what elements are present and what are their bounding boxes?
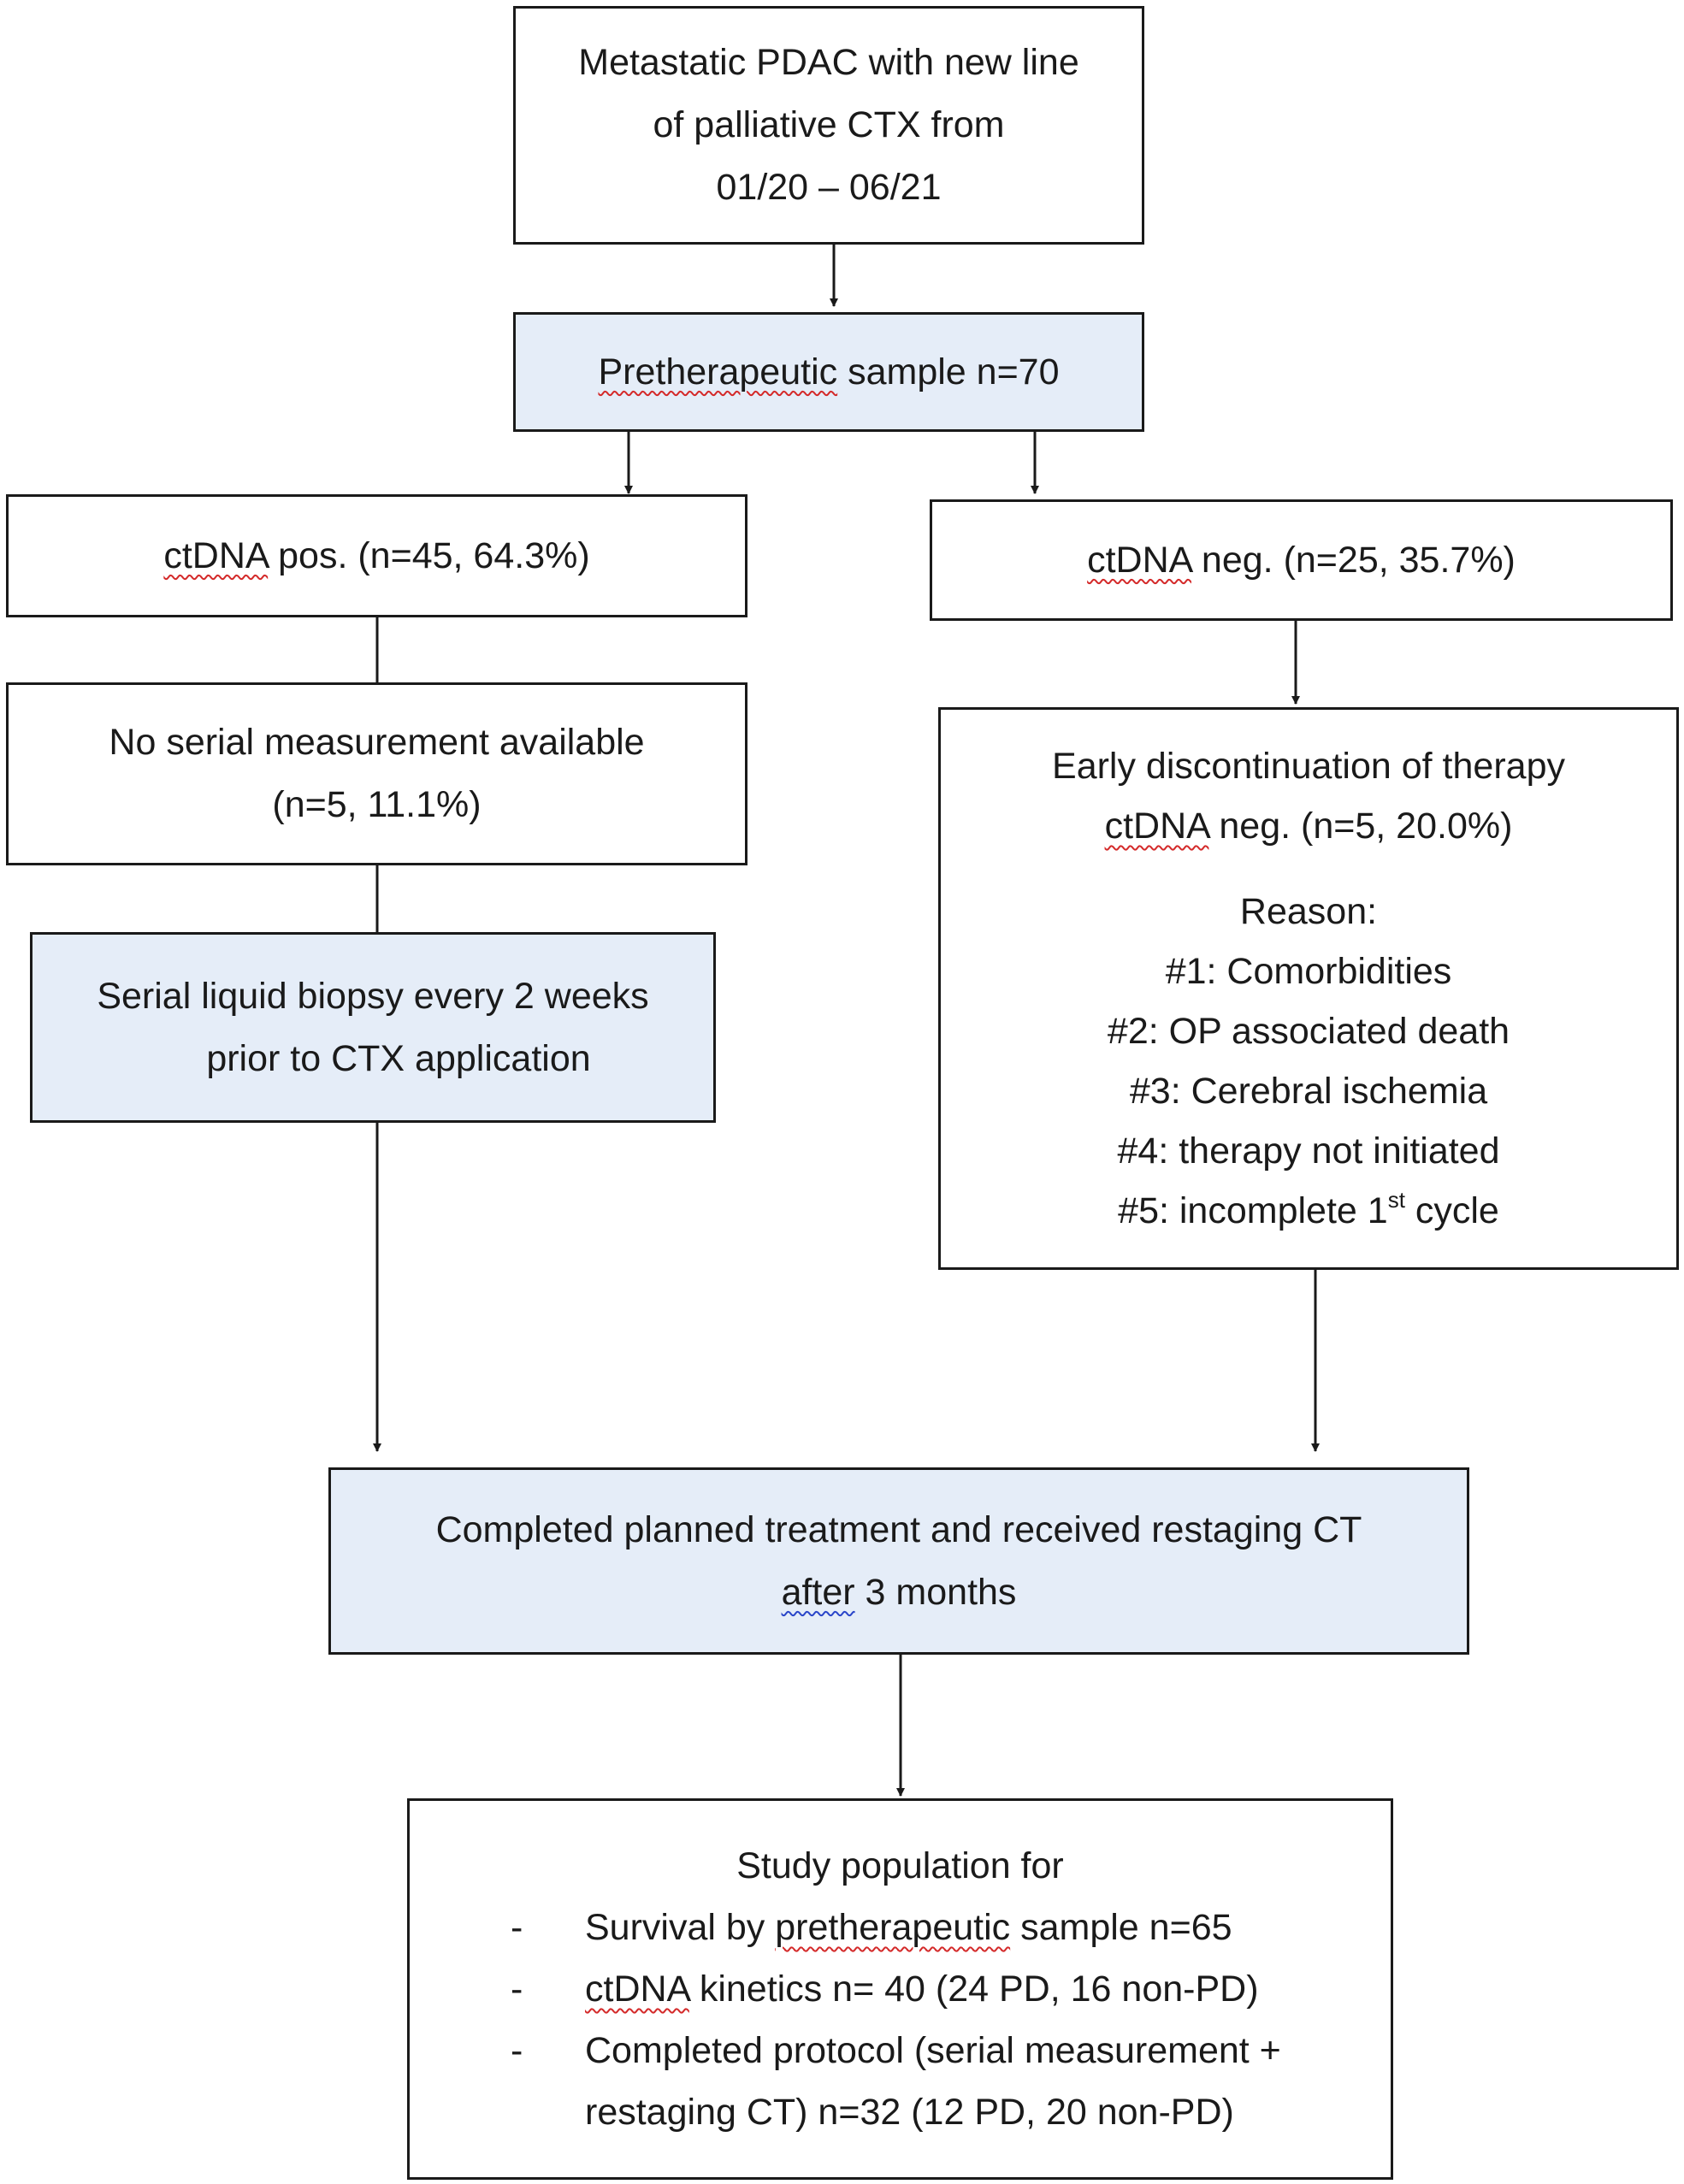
study-item-kinetics: - ctDNA kinetics n= 40 (24 PD, 16 non-PD… [410, 1958, 1391, 2020]
early-ctdna-rest: neg. (n=5, 20.0%) [1208, 806, 1513, 847]
completed-after-word: after [781, 1571, 855, 1613]
reason-5-superscript: st [1387, 1187, 1405, 1213]
item1-word: pretherapeutic [775, 1907, 1011, 1948]
bullet-dash: - [511, 1969, 523, 2010]
ctdna-positive-text: ctDNA pos. (n=45, 64.3%) [163, 525, 589, 587]
reason-2: #2: OP associated death [1107, 1011, 1510, 1052]
ctdna-pos-word: ctDNA [163, 534, 269, 576]
reason-1: #1: Comorbidities [1165, 951, 1452, 992]
study-item-protocol: - Completed protocol (serial measurement… [410, 2020, 1391, 2143]
completed-rest: 3 months [854, 1571, 1017, 1613]
completed-line-1: Completed planned treatment and received… [435, 1508, 1362, 1550]
early-discontinuation-title: Early discontinuation of therapy [1052, 746, 1565, 787]
pretherapeutic-rest: sample n=70 [837, 351, 1060, 393]
no-serial-line-1: No serial measurement available [109, 722, 645, 763]
ctdna-negative-box: ctDNA neg. (n=25, 35.7%) [930, 499, 1673, 621]
no-serial-measurement-box: No serial measurement available (n=5, 11… [6, 682, 747, 865]
bullet-dash: - [511, 1907, 523, 1948]
ctdna-neg-word: ctDNA [1087, 539, 1191, 581]
study-item-survival: - Survival by pretherapeutic sample n=65 [410, 1897, 1391, 1958]
pretherapeutic-text: Pretherapeutic sample n=70 [598, 341, 1059, 404]
reason-label: Reason: [1239, 891, 1378, 932]
item3-text: Completed protocol (serial measurement +… [585, 2030, 1281, 2133]
item1-prefix: Survival by [585, 1907, 776, 1948]
pretherapeutic-word: Pretherapeutic [598, 351, 838, 393]
ctdna-pos-rest: pos. (n=45, 64.3%) [268, 534, 590, 576]
early-discontinuation-ctdna: ctDNA neg. (n=5, 20.0%) [1105, 796, 1513, 856]
bullet-dash: - [511, 2030, 523, 2071]
item2-suffix: kinetics n= 40 (24 PD, 16 non-PD) [688, 1969, 1259, 2010]
study-population-title: Study population for [736, 1845, 1064, 1886]
ctdna-negative-text: ctDNA neg. (n=25, 35.7%) [1087, 529, 1516, 592]
reason-5-suffix: cycle [1404, 1190, 1499, 1231]
early-ctdna-word: ctDNA [1104, 806, 1209, 847]
no-serial-line-2: (n=5, 11.1%) [272, 784, 482, 825]
ctdna-positive-box: ctDNA pos. (n=45, 64.3%) [6, 494, 747, 617]
reason-3: #3: Cerebral ischemia [1129, 1071, 1488, 1112]
completed-line-2: after 3 months [782, 1561, 1017, 1624]
serial-liquid-biopsy-box: Serial liquid biopsy every 2 weeks prior… [30, 932, 716, 1123]
start-line-1: Metastatic PDAC with new line [578, 42, 1079, 83]
study-population-box: Study population for - Survival by preth… [407, 1798, 1393, 2180]
serial-biopsy-line-2: prior to CTX application [206, 1037, 591, 1079]
early-discontinuation-box: Early discontinuation of therapy ctDNA n… [938, 707, 1679, 1270]
reason-4: #4: therapy not initiated [1117, 1130, 1500, 1172]
serial-biopsy-line-1: Serial liquid biopsy every 2 weeks [97, 975, 649, 1017]
start-line-3: 01/20 – 06/21 [716, 167, 942, 208]
reason-5-prefix: #5: incomplete 1 [1118, 1190, 1388, 1231]
item1-suffix: sample n=65 [1010, 1907, 1232, 1948]
item2-word: ctDNA [585, 1969, 689, 2010]
completed-treatment-box: Completed planned treatment and received… [328, 1467, 1469, 1655]
start-box: Metastatic PDAC with new line of palliat… [513, 6, 1144, 245]
ctdna-neg-rest: neg. (n=25, 35.7%) [1191, 539, 1516, 581]
pretherapeutic-sample-box: Pretherapeutic sample n=70 [513, 312, 1144, 432]
reason-5: #5: incomplete 1st cycle [1118, 1181, 1499, 1241]
start-line-2: of palliative CTX from [653, 104, 1005, 145]
